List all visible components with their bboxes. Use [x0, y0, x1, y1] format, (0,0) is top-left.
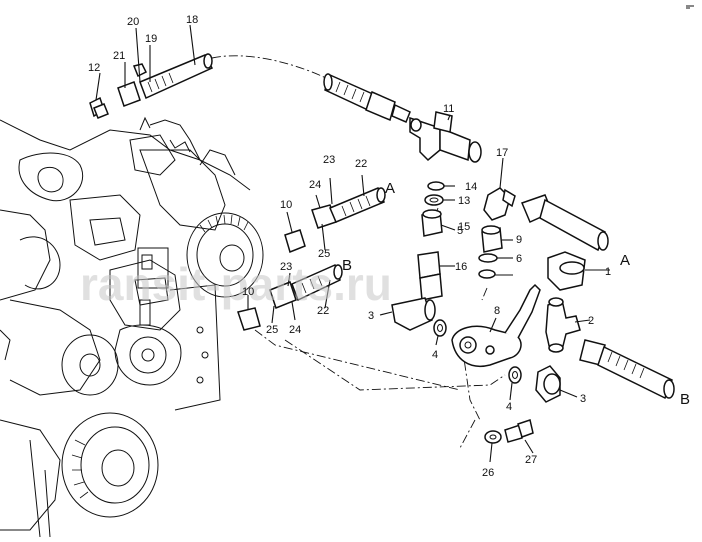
part-1-cap [547, 251, 586, 291]
callout-27: 27 [525, 454, 537, 466]
part-6-washers [478, 253, 498, 279]
callout-24-lower: 24 [289, 324, 301, 336]
connector-A-right: A [620, 252, 630, 269]
leader-lines [95, 24, 610, 463]
callout-3-right: 3 [580, 393, 586, 405]
callout-2: 2 [588, 315, 594, 327]
callout-9: 9 [516, 234, 522, 246]
part-17-elbow [483, 187, 516, 221]
callout-22-lower: 22 [317, 305, 329, 317]
part-4-washer-right [508, 366, 522, 384]
connector-labels: A A B B [342, 180, 690, 408]
callout-15: 15 [458, 221, 470, 233]
connector-B-left: B [342, 257, 352, 274]
callout-labels: 1 2 3 3 4 4 5 6 8 9 10 10 11 12 13 14 15… [88, 14, 611, 479]
callout-3-left: 3 [368, 310, 374, 322]
connector-B-right: B [680, 391, 690, 408]
part-10-fitting-lower [237, 307, 261, 331]
callout-10-upper: 10 [280, 199, 292, 211]
engine-illustration [0, 116, 264, 538]
callout-25-lower: 25 [266, 324, 278, 336]
upper-hose [323, 73, 411, 123]
part-27-bolt [504, 419, 534, 443]
callout-13: 13 [458, 195, 470, 207]
corner-mark [686, 5, 694, 9]
callout-23-lower: 23 [280, 261, 292, 273]
part-4-washer-left [433, 319, 447, 337]
callout-4-left: 4 [432, 349, 438, 361]
callout-21: 21 [113, 50, 125, 62]
part-26-washer [484, 430, 502, 444]
callout-1: 1 [605, 266, 611, 278]
callout-16: 16 [455, 261, 467, 273]
callout-4-right: 4 [506, 401, 512, 413]
watermark-text: ransit-parts.ru [80, 258, 392, 310]
routing-lines [211, 55, 506, 449]
washers-13-14 [424, 181, 445, 206]
hose-A-left [311, 187, 386, 229]
connector-A-left: A [385, 180, 395, 197]
callout-14: 14 [465, 181, 477, 193]
part-3-elbow-left [391, 297, 436, 331]
part-9-fitting [481, 225, 503, 253]
callout-19: 19 [145, 33, 157, 45]
callout-8: 8 [494, 305, 500, 317]
callout-18: 18 [186, 14, 198, 26]
part-18-hose [139, 53, 214, 100]
part-21-nut [117, 81, 141, 107]
part-10-fitting-upper [284, 229, 306, 254]
part-5-fitting [421, 209, 443, 237]
callout-6: 6 [516, 253, 522, 265]
callout-23-upper: 23 [323, 154, 335, 166]
callout-20: 20 [127, 16, 139, 28]
part-16-nut [417, 251, 443, 301]
hose-B-left [269, 263, 343, 309]
callout-12: 12 [88, 62, 100, 74]
callout-5: 5 [457, 225, 463, 237]
callout-25-upper: 25 [318, 248, 330, 260]
callout-17: 17 [496, 147, 508, 159]
callout-22-upper: 22 [355, 158, 367, 170]
part-8-valve-block [451, 283, 541, 367]
hose-A-right [520, 194, 609, 252]
part-19-20-fitting [132, 63, 148, 78]
callout-10-lower: 10 [242, 286, 254, 298]
part-3-elbow-right [535, 365, 561, 403]
part-11-tee [409, 111, 482, 163]
hose-B-right [579, 339, 675, 400]
callout-11: 11 [443, 103, 454, 115]
callout-24-upper: 24 [309, 179, 321, 191]
part-2-tee [545, 297, 581, 353]
callout-26: 26 [482, 467, 494, 479]
part-12-fitting [89, 96, 109, 119]
